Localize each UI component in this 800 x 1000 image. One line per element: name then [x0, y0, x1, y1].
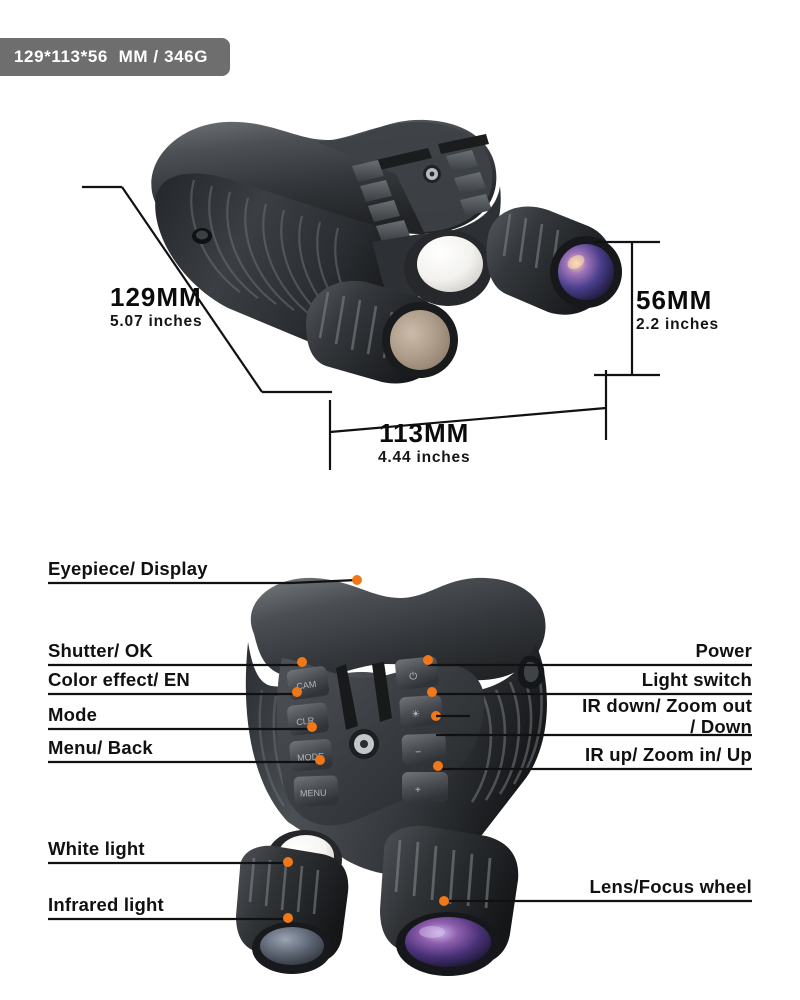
svg-text:CLR: CLR: [296, 715, 315, 727]
product-image-dimension-view: [120, 100, 680, 420]
label-lens-focus-wheel: Lens/Focus wheel: [589, 876, 752, 897]
product-image-controls-view: CAM CLR MODE MENU ⏻ ☀ − +: [196, 572, 596, 992]
label-infrared-light: Infrared light: [48, 894, 164, 915]
label-white-light: White light: [48, 838, 145, 859]
label-ir-down-zoom-out: IR down/ Zoom out / Down: [582, 695, 752, 737]
label-power: Power: [695, 640, 752, 661]
label-color-effect-en: Color effect/ EN: [48, 669, 190, 690]
label-ir-up-zoom-in: IR up/ Zoom in/ Up: [585, 744, 752, 765]
label-mode: Mode: [48, 704, 98, 725]
svg-text:MODE: MODE: [297, 751, 325, 763]
label-menu-back: Menu/ Back: [48, 737, 153, 758]
dimension-113mm: 113MM 4.44 inches: [378, 418, 470, 467]
svg-text:−: −: [415, 747, 421, 758]
label-eyepiece-display: Eyepiece/ Display: [48, 558, 208, 579]
dimension-113mm-inches: 4.44 inches: [378, 449, 471, 466]
dimension-56mm-value: 56MM: [636, 285, 713, 315]
dimension-129mm-inches: 5.07 inches: [110, 313, 203, 330]
svg-text:MENU: MENU: [300, 788, 327, 799]
dimension-113mm-value: 113MM: [379, 418, 470, 448]
svg-text:☀: ☀: [411, 709, 421, 721]
dimension-129mm-value: 129MM: [110, 282, 202, 312]
dimension-56mm-inches: 2.2 inches: [636, 316, 719, 333]
dimension-129mm: 129MM 5.07 inches: [110, 282, 202, 331]
objective-barrel: [380, 825, 519, 976]
ir-barrel: [236, 845, 349, 974]
spec-badge: 129*113*56 MM / 346G: [0, 38, 231, 76]
dimension-56mm: 56MM 2.2 inches: [636, 285, 719, 334]
label-light-switch: Light switch: [641, 669, 752, 690]
label-shutter-ok: Shutter/ OK: [48, 640, 153, 661]
svg-text:⏻: ⏻: [409, 671, 418, 683]
svg-text:+: +: [415, 785, 421, 796]
